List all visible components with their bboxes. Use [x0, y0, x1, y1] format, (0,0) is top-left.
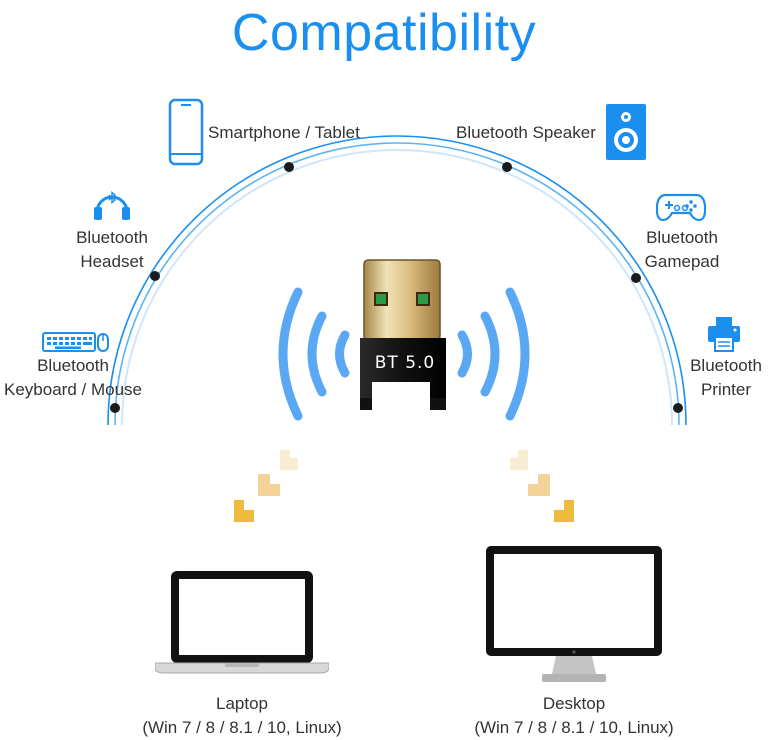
chevron-right-2 — [528, 474, 550, 496]
dot-headset — [150, 271, 160, 281]
chevron-left-2 — [258, 474, 280, 496]
wave-right-3 — [505, 287, 530, 421]
label-headset: Bluetooth Headset — [62, 226, 162, 274]
label-printer-line2: Printer — [700, 380, 752, 399]
label-printer-line1: Bluetooth — [690, 356, 762, 375]
smartphone-icon — [168, 98, 204, 166]
page-title: Compatibility — [231, 4, 537, 62]
chevron-left-1 — [280, 450, 298, 470]
label-laptop: Laptop (Win 7 / 8 / 8.1 / 10, Linux) — [92, 692, 392, 740]
label-headset-line2: Headset — [80, 252, 144, 271]
desktop-icon — [486, 546, 662, 682]
label-laptop-line2: (Win 7 / 8 / 8.1 / 10, Linux) — [142, 718, 342, 737]
arc-inner — [121, 149, 673, 426]
label-gamepad-line1: Bluetooth — [646, 228, 718, 247]
label-desktop-line2: (Win 7 / 8 / 8.1 / 10, Linux) — [474, 718, 674, 737]
dot-keyboard — [110, 403, 120, 413]
label-keyboard: Bluetooth Keyboard / Mouse — [0, 354, 148, 402]
label-laptop-line1: Laptop — [216, 694, 268, 713]
dongle-label: BT 5.0 — [374, 353, 436, 373]
label-keyboard-line2: Keyboard / Mouse — [4, 380, 142, 399]
chevron-right-3 — [554, 500, 574, 522]
dot-smartphone — [284, 162, 294, 172]
chevron-right-1 — [510, 450, 528, 470]
arc-outer — [107, 135, 687, 426]
label-desktop-line1: Desktop — [542, 694, 606, 713]
arc-middle — [114, 142, 680, 426]
chevron-left-3 — [234, 500, 254, 522]
label-gamepad-line2: Gamepad — [644, 252, 720, 271]
label-keyboard-line1: Bluetooth — [37, 356, 109, 375]
label-printer: Bluetooth Printer — [676, 354, 768, 402]
label-gamepad: Bluetooth Gamepad — [632, 226, 732, 274]
printer-icon — [708, 317, 740, 352]
label-smartphone: Smartphone / Tablet — [208, 123, 360, 142]
bluetooth-dongle — [360, 259, 446, 410]
wave-left-2 — [307, 311, 327, 397]
dot-gamepad — [631, 273, 641, 283]
wave-right-2 — [480, 311, 500, 397]
headset-icon — [94, 191, 130, 220]
laptop-icon — [155, 571, 329, 674]
wave-left-1 — [335, 330, 350, 378]
dot-printer — [673, 403, 683, 413]
dot-speaker — [502, 162, 512, 172]
chevrons-right — [510, 450, 574, 522]
chevrons-left — [234, 450, 298, 522]
label-headset-line1: Bluetooth — [76, 228, 148, 247]
gamepad-icon — [656, 193, 706, 222]
label-desktop: Desktop (Win 7 / 8 / 8.1 / 10, Linux) — [424, 692, 724, 740]
wave-right-1 — [457, 330, 472, 378]
keyboard-mouse-icon — [42, 332, 109, 352]
wave-left-3 — [278, 287, 303, 421]
speaker-icon — [606, 104, 646, 160]
label-speaker: Bluetooth Speaker — [456, 123, 596, 142]
